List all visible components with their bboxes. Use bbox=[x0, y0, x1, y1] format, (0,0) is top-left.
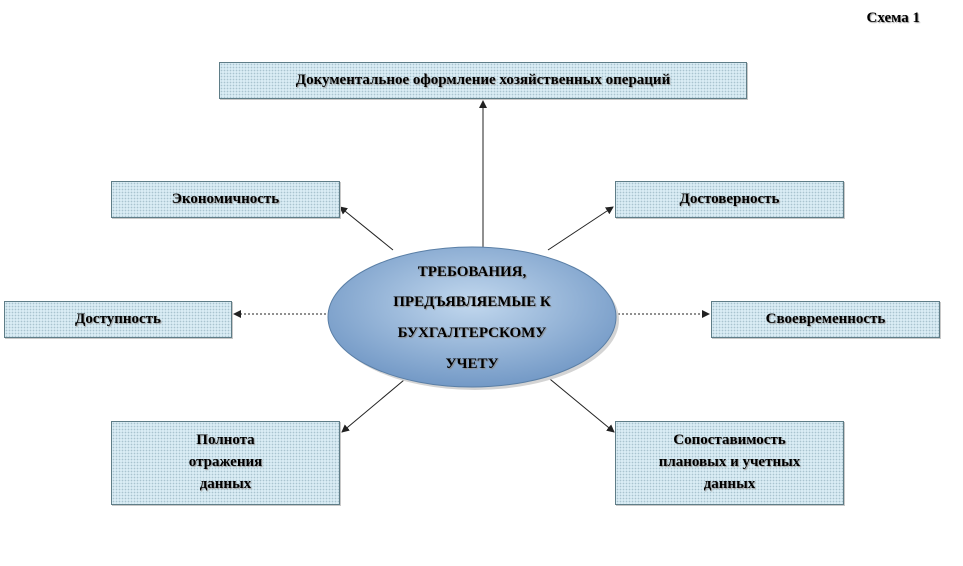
node-economy: Экономичность bbox=[111, 181, 340, 218]
node-documentation-label: Документальное оформление хозяйственных … bbox=[295, 71, 671, 88]
node-comparability-text: Сопоставимость плановых и учетных данных bbox=[659, 430, 801, 495]
node-completeness-text: Полнота отражения данных bbox=[189, 430, 262, 495]
node-reliability: Достоверность bbox=[615, 181, 844, 218]
scheme-label: Схема 1 bbox=[866, 10, 920, 26]
center-label-line-4: УЧЕТУ bbox=[445, 355, 499, 372]
node-accessibility-label: Доступность bbox=[75, 310, 161, 327]
node-completeness-line-1: Полнота bbox=[196, 432, 255, 449]
node-accessibility: Доступность bbox=[4, 301, 232, 338]
center-label-line-2: ПРЕДЪЯВЛЯЕМЫЕ К bbox=[393, 294, 551, 311]
node-completeness-line-2: отражения bbox=[188, 454, 263, 471]
node-documentation: Документальное оформление хозяйственных … bbox=[219, 62, 747, 99]
node-comparability: Сопоставимость плановых и учетных данных bbox=[615, 421, 844, 505]
node-comparability-line-3: данных bbox=[703, 475, 756, 492]
node-completeness: Полнота отражения данных bbox=[111, 421, 340, 505]
node-economy-label: Экономичность bbox=[171, 190, 280, 207]
center-label-line-3: БУХГАЛТЕРСКОМУ bbox=[397, 325, 547, 341]
center-label-line-1: ТРЕБОВАНИЯ, bbox=[417, 263, 527, 280]
node-reliability-label: Достоверность bbox=[679, 190, 780, 207]
connector-reliability bbox=[547, 206, 614, 251]
node-timeliness: Своевременность bbox=[711, 301, 940, 338]
node-comparability-line-2: плановых и учетных bbox=[658, 454, 801, 471]
node-comparability-line-1: Сопоставимость bbox=[673, 432, 786, 449]
center-label: ТРЕБОВАНИЯ, ПРЕДЪЯВЛЯЕМЫЕ К БУХГАЛТЕРСКО… bbox=[332, 250, 612, 386]
connector-completeness bbox=[341, 374, 411, 433]
node-completeness-line-3: данных bbox=[199, 475, 252, 492]
connector-comparability bbox=[544, 374, 615, 433]
node-timeliness-label: Своевременность bbox=[765, 310, 886, 327]
center-ellipse bbox=[327, 246, 617, 388]
connector-economy bbox=[339, 206, 394, 251]
